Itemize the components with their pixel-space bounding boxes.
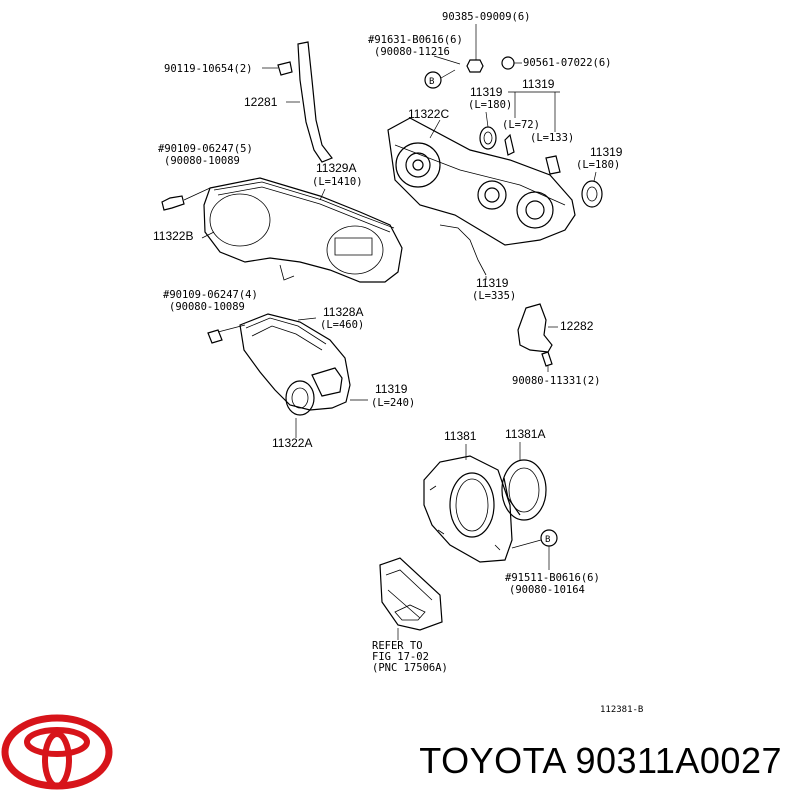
label-90080-10164: (90080-10164 <box>509 584 585 596</box>
seal-retainer-11381 <box>423 455 513 563</box>
label-11322a: 11322A <box>272 436 312 450</box>
label-length-72: (L=72) <box>502 119 540 131</box>
label-fig-17-02: FIG 17-02 <box>372 651 429 663</box>
label-11319-c: 11319 <box>476 276 509 290</box>
label-refer-to: REFER TO <box>372 640 423 652</box>
label-90385: 90385-09009(6) <box>442 11 531 23</box>
bolt-90119 <box>277 61 293 76</box>
label-11319-d-length: (L=240) <box>371 397 415 409</box>
label-11319-c-length: (L=335) <box>472 290 516 302</box>
bolt-90080-11331 <box>541 351 553 367</box>
marker-b-top-label: B <box>429 77 434 87</box>
label-diagram-code: 112381-B <box>600 705 643 715</box>
timing-cover-11322b <box>203 177 403 283</box>
label-11319-a-length: (L=180) <box>468 99 512 111</box>
bracket-12282 <box>517 303 553 353</box>
part-caption: TOYOTA 90311A0027 <box>419 740 782 782</box>
label-11381a: 11381A <box>505 427 545 441</box>
label-12281: 12281 <box>244 95 278 109</box>
brand-name: TOYOTA <box>419 740 565 781</box>
label-11322c: 11322C <box>408 107 449 121</box>
timing-cover-11322c <box>387 117 576 276</box>
toyota-logo <box>1 714 113 790</box>
label-length-133: (L=133) <box>530 132 574 144</box>
timing-cover-11322a <box>239 313 351 416</box>
seal-11319-a <box>479 126 497 150</box>
label-91511: #91511-B0616(6) <box>505 572 600 584</box>
label-11328a-length: (L=460) <box>320 319 364 331</box>
seal-11319-l72 <box>504 133 515 156</box>
label-11329a-length: (L=1410) <box>312 176 363 188</box>
bolt-90109-5 <box>161 195 185 211</box>
label-11319-d: 11319 <box>375 382 408 396</box>
label-90080-10089-b: (90080-10089 <box>169 301 245 313</box>
nut-90385 <box>466 59 484 73</box>
seal-11319-l133 <box>545 155 561 175</box>
label-90080-11216: (90080-11216 <box>374 46 450 58</box>
label-11381: 11381 <box>444 429 477 443</box>
oil-seal-11381a <box>501 459 547 521</box>
label-90561: 90561-07022(6) <box>523 57 612 69</box>
label-11328a: 11328A <box>323 305 363 319</box>
label-11329a: 11329A <box>316 161 356 175</box>
label-90080-11331: 90080-11331(2) <box>512 375 601 387</box>
seal-11319-b <box>581 180 603 208</box>
part-number: 90311A0027 <box>575 740 782 781</box>
label-11319-b: 11319 <box>590 145 623 159</box>
label-11319-group: 11319 <box>522 77 555 91</box>
label-11322b: 11322B <box>153 229 193 243</box>
bracket-12281 <box>297 41 333 163</box>
oil-pan-baffle <box>379 557 443 631</box>
marker-b-top <box>424 71 442 89</box>
label-90119: 90119-10654(2) <box>164 63 253 75</box>
bolt-90109-4 <box>207 329 223 344</box>
label-90109-5: #90109-06247(5) <box>158 143 253 155</box>
label-90109-4: #90109-06247(4) <box>163 289 258 301</box>
label-12282: 12282 <box>560 319 594 333</box>
label-pnc: (PNC 17506A) <box>372 662 448 674</box>
label-90080-10089-a: (90080-10089 <box>164 155 240 167</box>
marker-b-bottom-label: B <box>545 535 550 545</box>
label-11319-a: 11319 <box>470 85 503 99</box>
nut-90561 <box>501 56 515 70</box>
label-11319-b-length: (L=180) <box>576 159 620 171</box>
label-91631: #91631-B0616(6) <box>368 34 463 46</box>
